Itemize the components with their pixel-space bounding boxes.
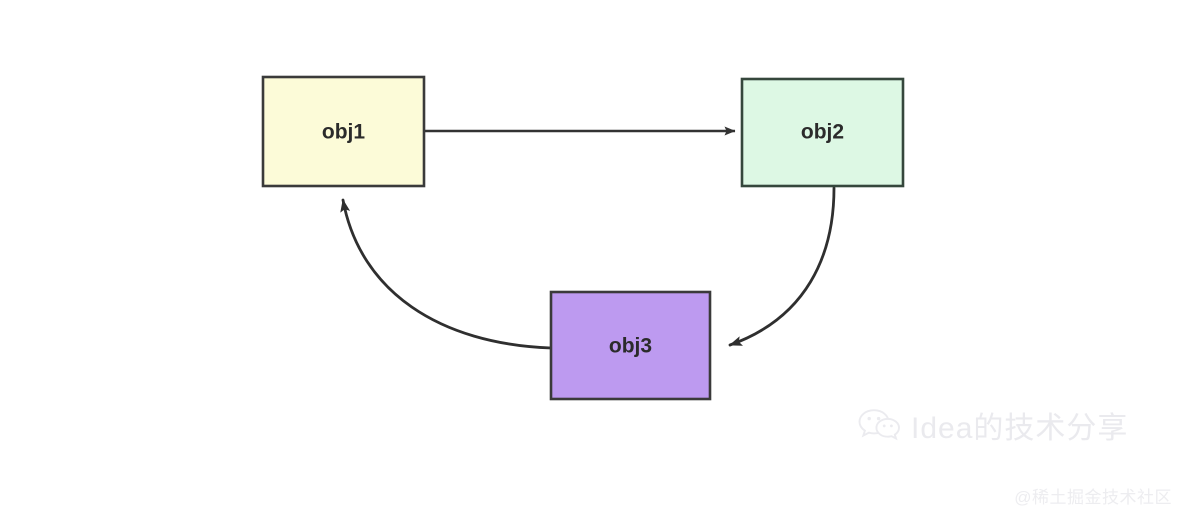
edge-layer (340, 126, 836, 350)
edge-obj3-to-obj1-path (340, 198, 553, 350)
node-obj1[interactable]: obj1 (261, 75, 426, 188)
brand-watermark: Idea的技术分享 (858, 403, 1128, 447)
node-obj1-label: obj1 (322, 121, 365, 144)
wechat-icon (858, 407, 902, 443)
node-obj3-box (549, 290, 712, 401)
node-obj2[interactable]: obj2 (740, 77, 905, 188)
edge-obj2-to-obj3-path (728, 186, 836, 347)
node-obj1-box (261, 75, 426, 188)
node-layer: obj1 obj2 obj3 (261, 75, 905, 401)
node-obj2-box (740, 77, 905, 188)
edge-obj3-to-obj1[interactable] (340, 198, 553, 350)
node-obj2-label: obj2 (801, 121, 844, 144)
brand-watermark-text: Idea的技术分享 (911, 412, 1129, 445)
edge-obj2-to-obj3[interactable] (728, 186, 836, 347)
node-obj3-label: obj3 (609, 335, 652, 358)
node-obj3[interactable]: obj3 (549, 290, 712, 401)
site-watermark: @稀土掘金技术社区 (1014, 488, 1172, 507)
